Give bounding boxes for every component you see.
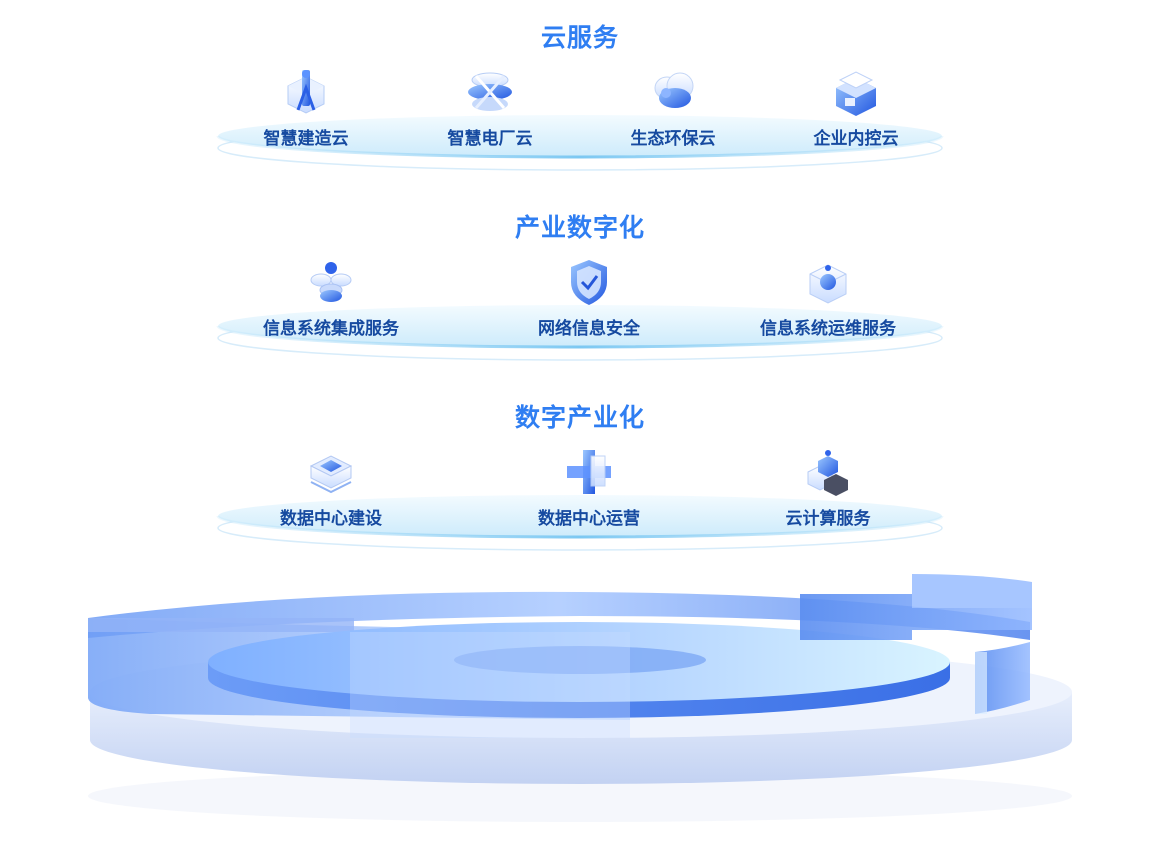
tier-platform [216, 495, 944, 551]
item-smart-construction-cloud[interactable]: 智慧建造云 [221, 66, 391, 149]
construction-crane-icon [287, 70, 325, 114]
item-label: 智慧电厂云 [447, 129, 533, 148]
item-label: 信息系统运维服务 [760, 319, 896, 338]
tier-title-digital-industrialization: 数字产业化 [514, 404, 645, 432]
system-maintenance-icon [809, 264, 847, 304]
eco-cloud-icon [654, 72, 694, 108]
item-enterprise-control-cloud[interactable]: 企业内控云 [771, 66, 941, 149]
item-system-integration-service[interactable]: 信息系统集成服务 [246, 256, 416, 339]
enterprise-control-icon [836, 71, 876, 116]
power-plant-icon [468, 72, 512, 111]
item-datacenter-operations[interactable]: 数据中心运营 [504, 446, 674, 529]
item-label: 信息系统集成服务 [263, 319, 399, 338]
datacenter-build-icon [309, 455, 353, 494]
item-label: 生态环保云 [630, 129, 716, 148]
item-system-maintenance-service[interactable]: 信息系统运维服务 [743, 256, 913, 339]
item-datacenter-construction[interactable]: 数据中心建设 [246, 446, 416, 529]
tier-platform [216, 305, 944, 361]
item-label: 数据中心运营 [538, 509, 640, 528]
datacenter-operations-icon [567, 450, 611, 494]
item-smart-power-plant-cloud[interactable]: 智慧电厂云 [405, 66, 575, 149]
item-label: 智慧建造云 [263, 129, 349, 148]
item-label: 网络信息安全 [538, 319, 640, 338]
tier-title-industry-digitalization: 产业数字化 [514, 214, 645, 242]
item-label: 企业内控云 [813, 129, 899, 148]
tier-title-cloud-services: 云服务 [540, 24, 619, 52]
security-shield-icon [571, 260, 607, 305]
item-network-security[interactable]: 网络信息安全 [504, 256, 674, 339]
cloud-computing-icon [807, 450, 848, 496]
item-eco-environment-cloud[interactable]: 生态环保云 [588, 66, 758, 149]
tier-platform [216, 115, 944, 171]
item-label: 云计算服务 [785, 509, 871, 528]
base-platform [88, 574, 1072, 822]
item-label: 数据中心建设 [280, 509, 382, 528]
item-cloud-computing-service[interactable]: 云计算服务 [743, 446, 913, 529]
system-integration-icon [310, 262, 352, 302]
